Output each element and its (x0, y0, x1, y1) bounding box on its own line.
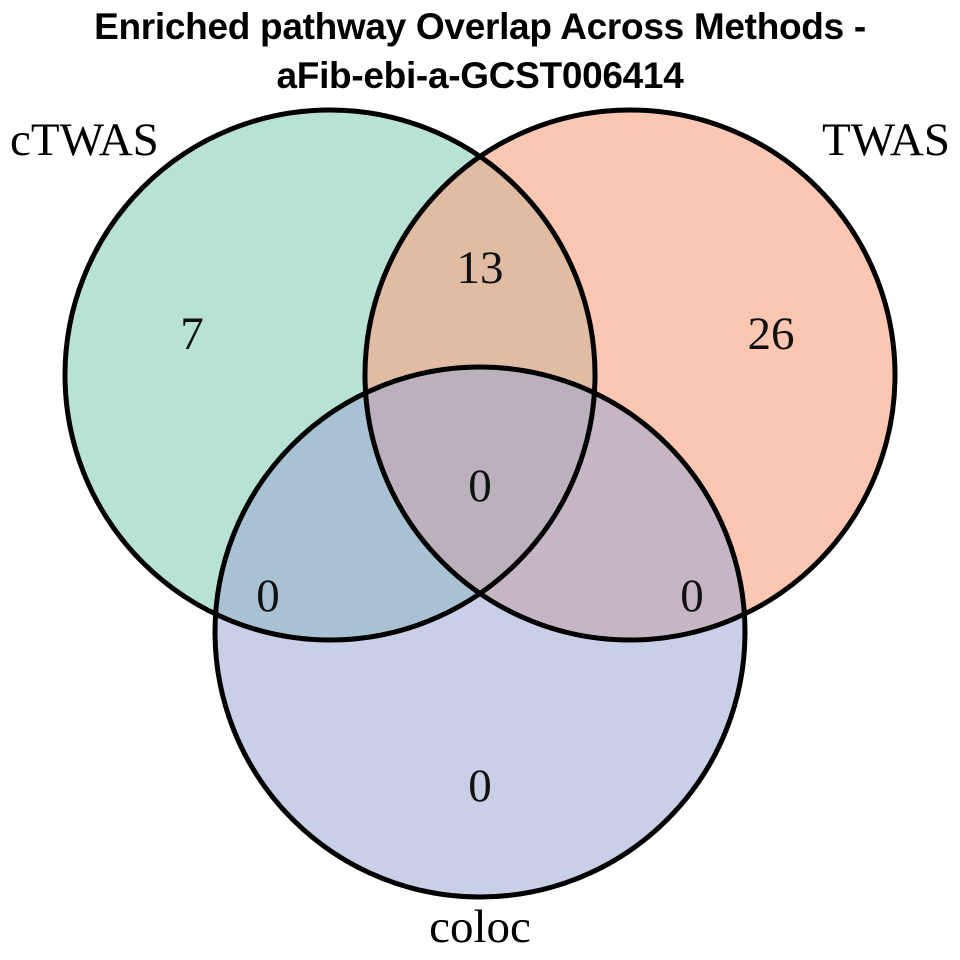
count-TWAS-only: 26 (748, 308, 795, 360)
venn-circle-coloc[interactable] (215, 367, 745, 897)
count-cTWAS-coloc: 0 (256, 570, 280, 622)
figure-title-line-2: aFib-ebi-a-GCST006414 (276, 55, 684, 96)
set-label-cTWAS: cTWAS (10, 114, 159, 166)
venn-outline-TWAS (362, 107, 898, 643)
figure-title-line-1: Enriched pathway Overlap Across Methods … (94, 6, 866, 47)
count-cTWAS-TWAS: 13 (457, 242, 504, 294)
count-coloc-only: 0 (468, 760, 492, 812)
count-TWAS-coloc: 0 (680, 570, 704, 622)
venn-outline-coloc (212, 364, 748, 900)
set-label-coloc: coloc (429, 901, 531, 953)
set-label-TWAS: TWAS (822, 114, 950, 166)
figure-title: Enriched pathway Overlap Across Methods … (0, 2, 960, 100)
count-cTWAS-only: 7 (180, 308, 204, 360)
venn-outline-cTWAS (62, 107, 598, 643)
count-cTWAS-TWAS-coloc: 0 (468, 460, 492, 512)
